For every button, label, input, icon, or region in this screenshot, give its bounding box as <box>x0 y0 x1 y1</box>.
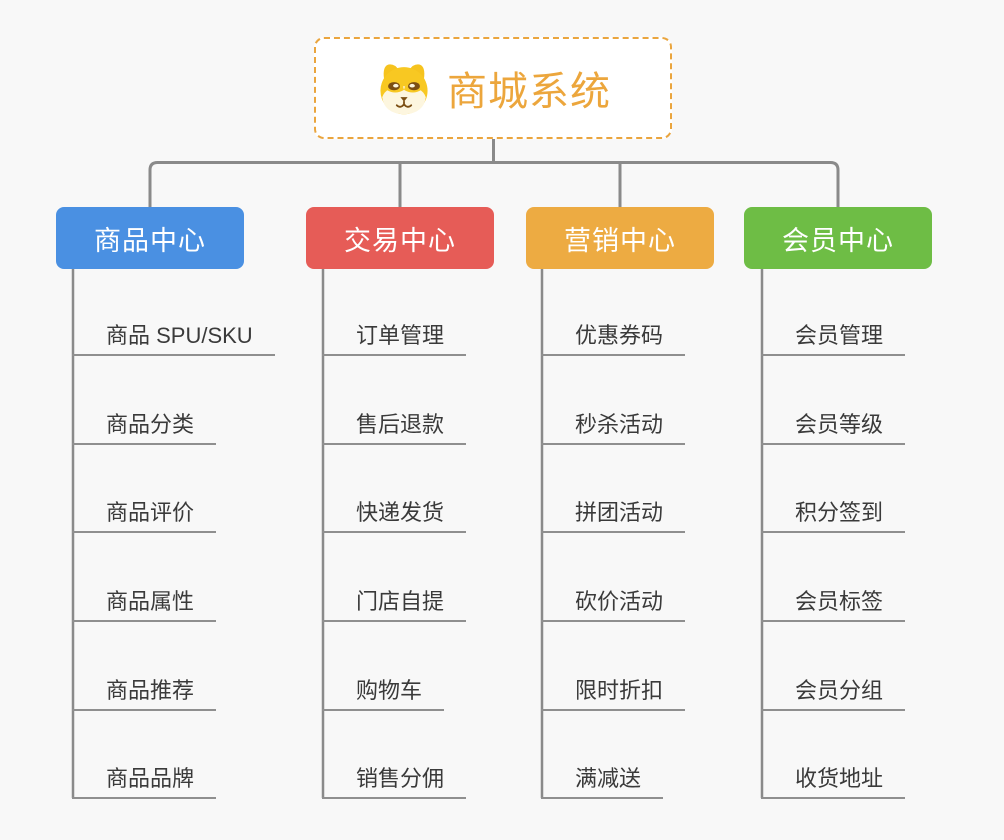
leaf-node[interactable]: 商品属性 <box>72 582 217 622</box>
leaf-node[interactable]: 会员分组 <box>761 671 906 711</box>
leaf-node[interactable]: 商品品牌 <box>72 759 217 799</box>
leaf-node[interactable]: 商品分类 <box>72 405 217 445</box>
leaf-node[interactable]: 拼团活动 <box>541 493 686 533</box>
leaf-node[interactable]: 会员管理 <box>761 316 906 356</box>
branch-marketing-center[interactable]: 营销中心 <box>526 207 714 269</box>
root-node[interactable]: 商城系统 <box>314 37 672 139</box>
leaf-node[interactable]: 售后退款 <box>322 405 467 445</box>
leaf-node[interactable]: 销售分佣 <box>322 759 467 799</box>
branch-product-center[interactable]: 商品中心 <box>56 207 244 269</box>
leaf-node[interactable]: 限时折扣 <box>541 671 686 711</box>
leaf-node[interactable]: 满减送 <box>541 759 664 799</box>
leaf-node[interactable]: 门店自提 <box>322 582 467 622</box>
leaf-node[interactable]: 购物车 <box>322 671 445 711</box>
branch-rail-line <box>148 161 840 207</box>
leaf-node[interactable]: 秒杀活动 <box>541 405 686 445</box>
leaf-node[interactable]: 优惠券码 <box>541 316 686 356</box>
leaf-node[interactable]: 会员标签 <box>761 582 906 622</box>
leaf-node[interactable]: 积分签到 <box>761 493 906 533</box>
branch-trade-center[interactable]: 交易中心 <box>306 207 494 269</box>
leaf-node[interactable]: 砍价活动 <box>541 582 686 622</box>
leaf-node[interactable]: 商品 SPU/SKU <box>72 316 275 356</box>
leaf-node[interactable]: 会员等级 <box>761 405 906 445</box>
leaf-node[interactable]: 商品评价 <box>72 493 217 533</box>
leaf-node[interactable]: 收货地址 <box>761 759 906 799</box>
leaf-node[interactable]: 订单管理 <box>322 316 467 356</box>
leaf-node[interactable]: 商品推荐 <box>72 671 217 711</box>
branch-member-center[interactable]: 会员中心 <box>744 207 932 269</box>
shiba-dog-icon <box>380 64 428 115</box>
root-title: 商城系统 <box>447 70 611 114</box>
leaf-node[interactable]: 快递发货 <box>322 493 467 533</box>
